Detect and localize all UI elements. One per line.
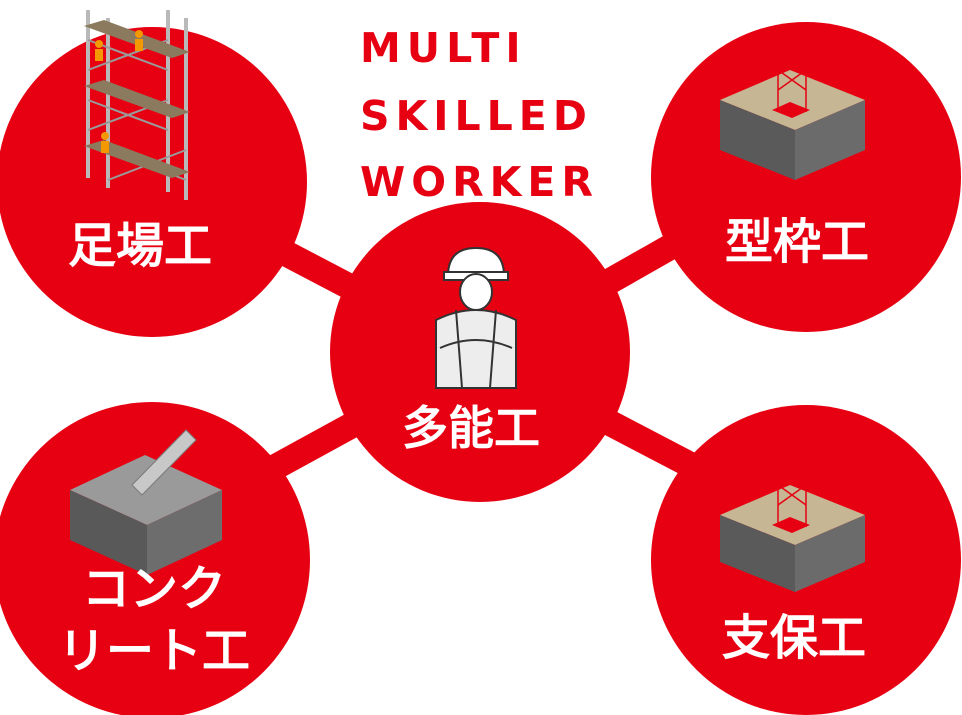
concrete-box-icon xyxy=(70,429,222,575)
worker-icon xyxy=(435,246,517,389)
shoring-worker-label: 支保工 xyxy=(722,610,867,666)
formwork-box-icon xyxy=(720,60,865,180)
title-line-2: SKILLED xyxy=(360,92,593,140)
circle-top-left xyxy=(0,27,307,337)
concrete-worker-label: コンク リート工 xyxy=(58,558,250,682)
formwork-worker-label: 型枠工 xyxy=(725,214,870,270)
scaffold-icon xyxy=(84,10,190,200)
concrete-worker-label-line-1: コンク xyxy=(82,561,227,617)
shoring-box-icon xyxy=(720,475,865,592)
title-line-1: MULTI xyxy=(360,24,527,72)
concrete-worker-label-line-2: リート工 xyxy=(58,623,251,679)
multi-skilled-worker-label: 多能工 xyxy=(402,401,540,455)
title-line-3: WORKER xyxy=(360,158,599,206)
scaffold-worker-label: 足場工 xyxy=(68,218,213,274)
